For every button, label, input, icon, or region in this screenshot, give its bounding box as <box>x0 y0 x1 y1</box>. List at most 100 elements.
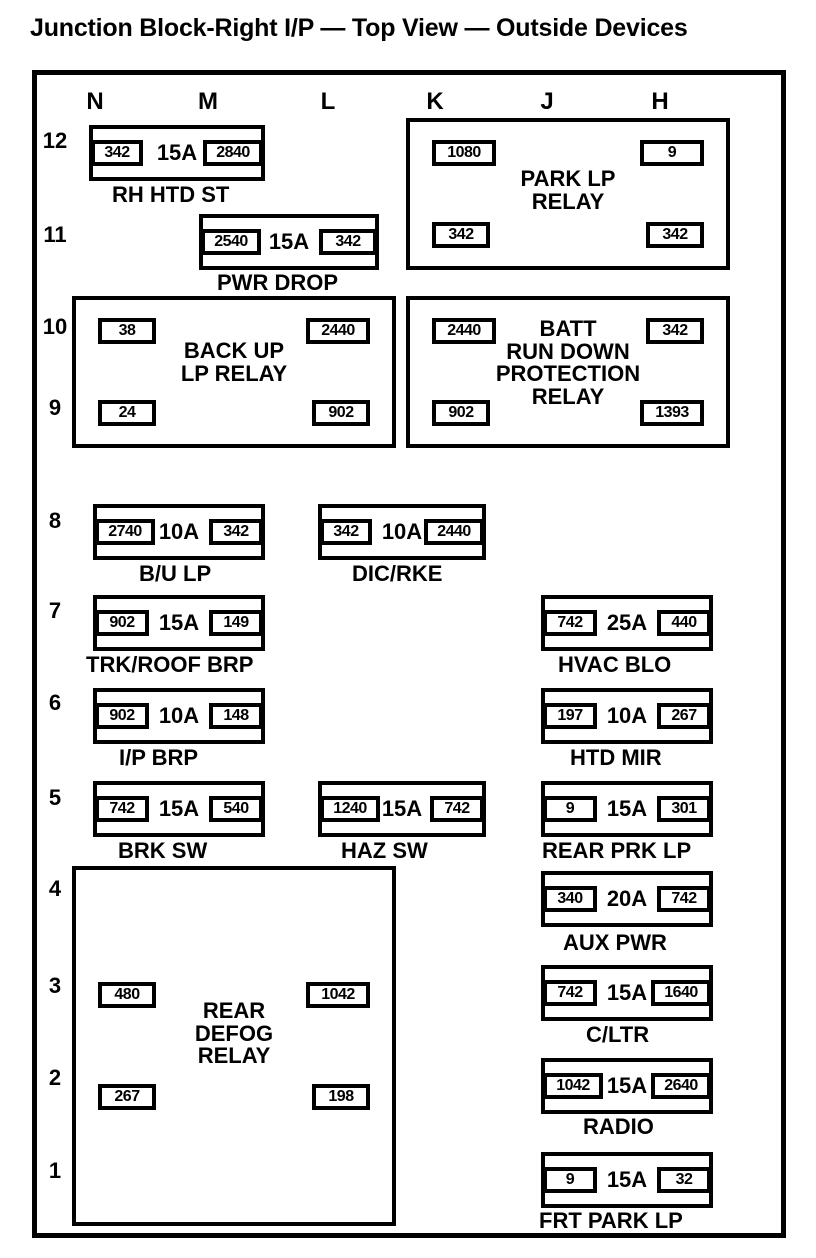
fuse-amperage: 15A <box>606 1073 648 1098</box>
row-number-11: 11 <box>43 222 67 247</box>
fuse-terminal-right: 440 <box>657 610 711 636</box>
fuse-terminal-left: 9 <box>543 796 597 822</box>
relay-terminal-bl: 902 <box>432 400 490 426</box>
fuse-terminal-right: 32 <box>657 1167 711 1193</box>
fuse-label-dic-rke: DIC/RKE <box>352 561 443 586</box>
relay-label-line: REAR <box>202 998 266 1023</box>
fuse-label-c-ltr: C/LTR <box>586 1022 650 1047</box>
fuse-terminal-right: 742 <box>657 886 711 912</box>
fuse-ip-brp[interactable]: 902 10A 148 <box>93 688 265 744</box>
fuse-terminal-right: 149 <box>209 610 263 636</box>
column-header-k: K <box>426 88 444 115</box>
fuse-terminal-right: 342 <box>209 519 263 545</box>
row-number-8: 8 <box>48 508 62 533</box>
row-number-1: 1 <box>48 1158 62 1183</box>
relay-label-line: RUN DOWN <box>506 338 630 364</box>
relay-label-line: PARK LP <box>520 166 616 191</box>
fuse-label-trk-roof-brp: TRK/ROOF BRP <box>86 652 254 677</box>
fuse-terminal-right: 2440 <box>424 519 484 545</box>
column-header-m: M <box>198 88 218 115</box>
fuse-amperage: 15A <box>381 796 423 821</box>
fuse-brk-sw[interactable]: 742 15A 540 <box>93 781 265 837</box>
row-number-9: 9 <box>48 395 62 420</box>
fuse-terminal-left: 742 <box>543 980 597 1006</box>
column-header-j: J <box>540 88 554 115</box>
fuse-frt-park-lp[interactable]: 9 15A 32 <box>541 1152 713 1208</box>
row-number-4: 4 <box>48 876 62 901</box>
fuse-label-hvac-blo: HVAC BLO <box>558 652 672 677</box>
fuse-terminal-left: 902 <box>95 610 149 636</box>
fuse-terminal-left: 1240 <box>320 796 380 822</box>
fuse-label-ip-brp: I/P BRP <box>119 745 199 770</box>
fuse-label-haz-sw: HAZ SW <box>341 838 428 863</box>
row-number-7: 7 <box>48 598 62 623</box>
fuse-label-brk-sw: BRK SW <box>118 838 208 863</box>
relay-terminal-tl: 480 <box>98 982 156 1008</box>
column-header-l: L <box>320 88 336 115</box>
fuse-label-radio: RADIO <box>583 1114 654 1139</box>
fuse-amperage: 15A <box>268 229 310 254</box>
fuse-amperage: 10A <box>158 519 200 544</box>
fuse-amperage: 15A <box>606 1167 648 1192</box>
fuse-terminal-left: 742 <box>95 796 149 822</box>
fuse-amperage: 15A <box>158 796 200 821</box>
relay-terminal-tl: 1080 <box>432 140 496 166</box>
fuse-amperage: 15A <box>606 796 648 821</box>
relay-terminal-bl: 24 <box>98 400 156 426</box>
relay-terminal-tr: 9 <box>640 140 704 166</box>
fuse-label-htd-mir: HTD MIR <box>570 745 662 770</box>
relay-label-line: RELAY <box>531 188 605 214</box>
fuse-terminal-left: 1042 <box>543 1073 603 1099</box>
relay-terminal-tr: 1042 <box>306 982 370 1008</box>
fuse-aux-pwr[interactable]: 340 20A 742 <box>541 871 713 927</box>
relay-terminal-tr: 342 <box>646 318 704 344</box>
relay-terminal-bl: 342 <box>432 222 490 248</box>
relay-label-line: RELAY <box>197 1043 271 1069</box>
fuse-label-aux-pwr: AUX PWR <box>563 930 667 955</box>
relay-terminal-bl: 267 <box>98 1084 156 1110</box>
fuse-amperage: 10A <box>158 703 200 728</box>
fuse-terminal-right: 342 <box>319 229 377 255</box>
fuse-terminal-left: 340 <box>543 886 597 912</box>
fuse-label-pwr-drop: PWR DROP <box>217 270 338 295</box>
fuse-amperage: 25A <box>606 610 648 635</box>
fuse-label-rear-prk-lp: REAR PRK LP <box>542 838 692 863</box>
fuse-amperage: 10A <box>606 703 648 728</box>
fuse-terminal-left: 902 <box>95 703 149 729</box>
fuse-terminal-left: 2740 <box>95 519 155 545</box>
fuse-amperage: 20A <box>606 886 648 911</box>
fuse-terminal-right: 148 <box>209 703 263 729</box>
column-header-n: N <box>86 88 104 115</box>
relay-terminal-br: 342 <box>646 222 704 248</box>
fuse-terminal-right: 540 <box>209 796 263 822</box>
fuse-terminal-left: 9 <box>543 1167 597 1193</box>
fuse-terminal-left: 342 <box>320 519 372 545</box>
fuse-amperage: 10A <box>381 519 423 544</box>
relay-label-line: BACK UP <box>183 338 285 363</box>
fuse-terminal-right: 1640 <box>651 980 711 1006</box>
row-number-5: 5 <box>48 785 62 810</box>
fuse-amperage: 15A <box>606 980 648 1005</box>
relay-label-line: PROTECTION <box>495 361 641 387</box>
fuse-terminal-right: 267 <box>657 703 711 729</box>
relay-label-line: LP RELAY <box>180 360 288 386</box>
fuse-terminal-right: 2640 <box>651 1073 711 1099</box>
